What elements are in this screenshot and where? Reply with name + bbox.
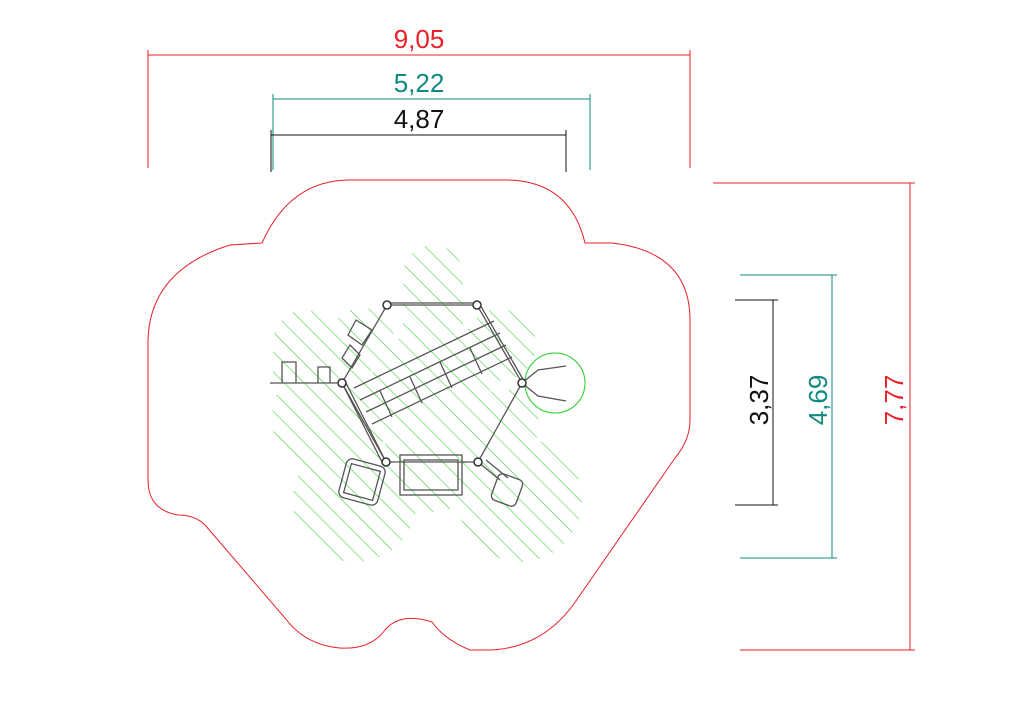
- label-overall-depth: 7,77: [879, 375, 909, 426]
- dimension-play-width: [272, 94, 591, 170]
- label-equipment-width: 4,87: [394, 104, 445, 134]
- label-overall-width: 9,05: [394, 24, 445, 54]
- posts: [337, 300, 527, 467]
- outer-safety-boundary: [147, 179, 691, 651]
- label-play-depth: 4,69: [803, 375, 833, 426]
- dimension-play-depth: [740, 274, 837, 559]
- label-play-width: 5,22: [394, 68, 445, 98]
- dimension-equipment-depth: [735, 299, 778, 506]
- dimension-overall-width: [147, 50, 691, 168]
- dimension-equipment-width: [270, 130, 567, 172]
- dimension-overall-depth: [713, 182, 915, 651]
- label-equipment-depth: 3,37: [744, 375, 774, 426]
